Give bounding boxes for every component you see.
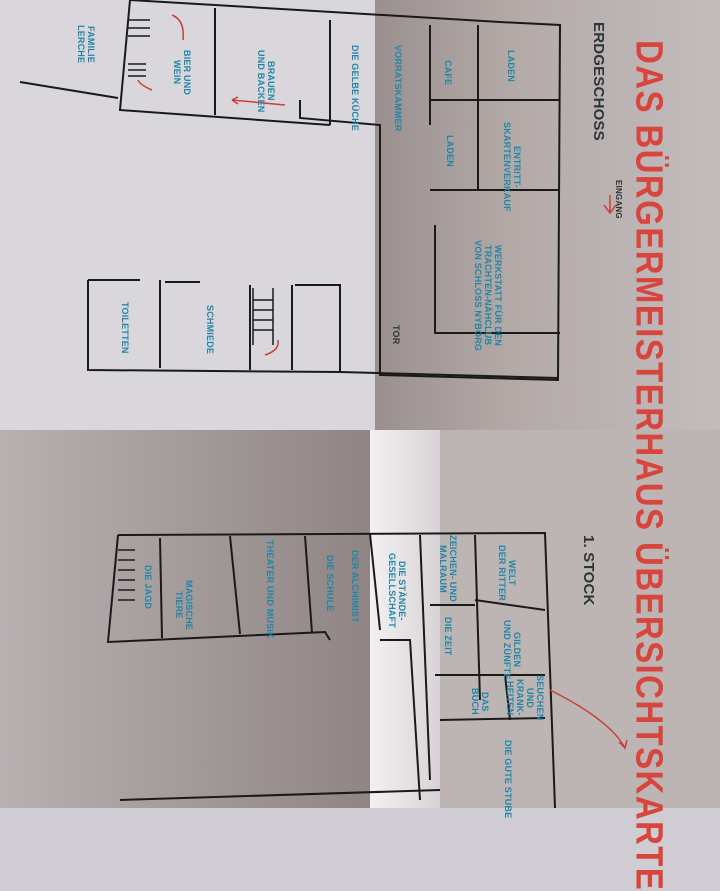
room-welt-der-ritter: WELT DER RITTER xyxy=(497,545,517,601)
room-cafe: CAFE xyxy=(443,60,453,86)
paper-right-bottom xyxy=(440,430,720,808)
first-floor-heading: 1. STOCK xyxy=(580,535,597,606)
room-die-zeit: DIE ZEIT xyxy=(443,617,453,656)
map-title: DAS BÜRGERMEISTERHAUS ÜBERSICHTSKARTE xyxy=(628,40,671,891)
room-eintrittskartenverkauf: ENTRITT- SKARTENVERKAUF xyxy=(502,122,522,212)
room-die-schule: DIE SCHULE xyxy=(325,555,335,612)
room-familie-lerche: FAMILIE LERCHE xyxy=(76,25,96,64)
room-die-jagd: DIE JAGD xyxy=(143,565,153,610)
paper-right-top xyxy=(375,0,720,430)
room-brauen-und-backen: BRAUEN UND BACKEN xyxy=(256,50,276,113)
room-gilden-und-zuenfte: GILDEN UND ZÜNFTE xyxy=(502,620,522,680)
room-die-staendegesellschaft: DIE STÄNDE- GESELLSCHAFT xyxy=(387,553,407,628)
room-theater-und-musik: THEATER UND MUSIK xyxy=(265,540,275,639)
gate-label: TOR xyxy=(391,325,401,345)
room-werkstatt: WERKSTATT FÜR DEN TRACHTEN-NÄHCLUB VON S… xyxy=(473,240,503,352)
room-laden-1: LADEN xyxy=(506,50,516,82)
room-toiletten: TOILETTEN xyxy=(120,302,130,354)
room-zeichen-und-malraum: ZEICHEN- UND MALRAUM xyxy=(438,535,458,602)
paper-left-top xyxy=(0,0,375,430)
ground-floor-heading: ERDGESCHOSS xyxy=(590,22,607,141)
room-bier-und-wein: BIER UND WEIN xyxy=(172,50,192,96)
room-vorratskammer: VORRATSKAMMER xyxy=(393,45,403,132)
room-laden-2: LADEN xyxy=(445,135,455,167)
room-die-gelbe-kueche: DIE GELBE KÜCHE xyxy=(350,45,360,132)
room-die-gute-stube: DIE GUTE STUBE xyxy=(503,740,513,819)
entrance-label: EINGANG xyxy=(614,180,623,219)
room-magische-tiere: MAGISCHE TIERE xyxy=(174,580,194,631)
room-der-alchimist: DER ALCHIMIST xyxy=(350,550,360,623)
paper-left-bottom xyxy=(0,430,370,808)
room-schmiede: SCHMIEDE xyxy=(205,305,215,355)
direction-arrows xyxy=(137,14,628,750)
room-seuchen-und-krankheiten: SEUCHEN UND KRANK- HEITEN xyxy=(505,675,545,721)
floor-plan-walls xyxy=(19,0,562,808)
room-das-buch: DAS BUCH xyxy=(470,688,490,715)
